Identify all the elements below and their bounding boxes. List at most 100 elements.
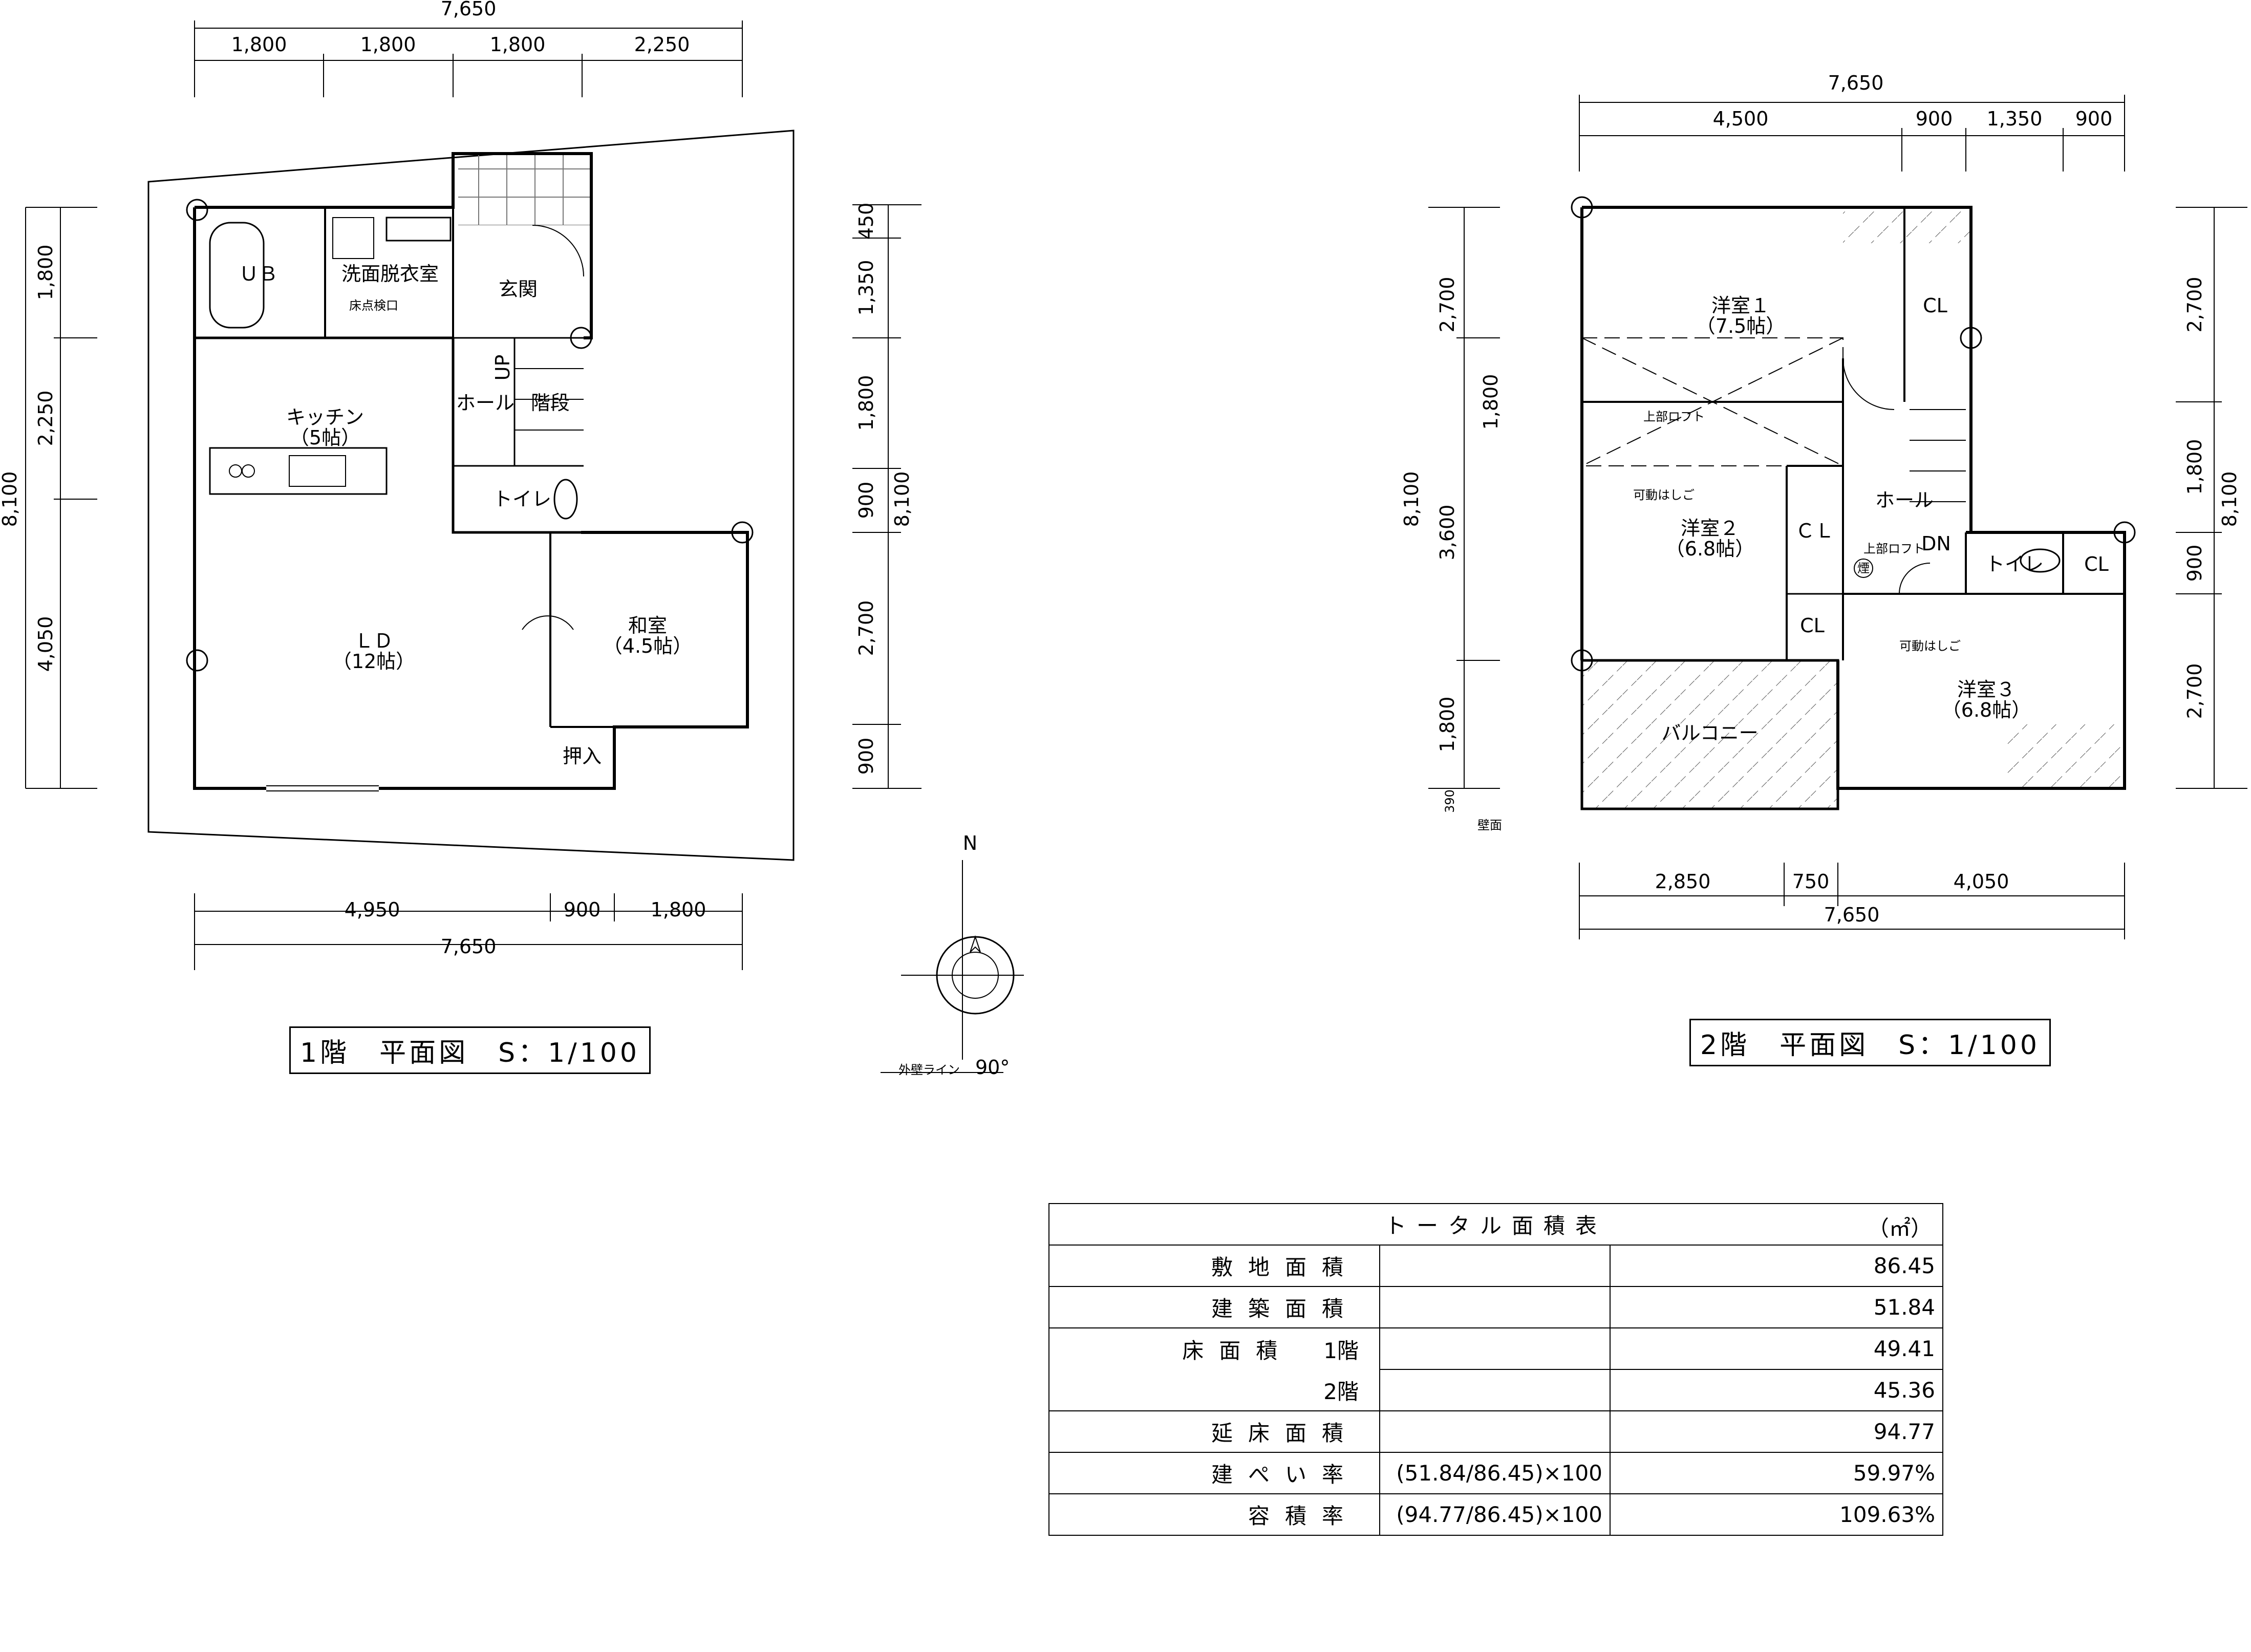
closet-cl3: CL <box>2084 553 2109 575</box>
closet-cl2: ＣＬ <box>1795 520 1834 542</box>
room-balcony: バルコニー <box>1661 722 1758 744</box>
area-row-coverage: 建ぺい率 (51.84/86.45)×100 59.97% <box>1048 1452 1943 1494</box>
f2-left-inner: 1,800 <box>1480 374 1502 430</box>
bathtub <box>209 222 265 329</box>
area-row-calc: (94.77/86.45)×100 <box>1379 1493 1611 1536</box>
f1-top-dim-2: 1,800 <box>360 33 416 56</box>
compass <box>881 860 1024 1073</box>
room-stairs: 階段 <box>531 392 570 414</box>
f1-bottom-dim-2: 900 <box>564 898 601 921</box>
area-row-value: 45.36 <box>1610 1369 1943 1411</box>
f1-bottom-dim-1: 4,950 <box>345 898 400 921</box>
area-row-sublabel: 1階 <box>1323 1338 1359 1363</box>
f2-top-dim-4: 900 <box>2075 108 2113 130</box>
room-oshiire: 押入 <box>563 745 602 767</box>
room-room3: 洋室３ <box>1957 678 2016 701</box>
floor2-stairs <box>1910 409 1966 502</box>
area-row-value: 49.41 <box>1610 1327 1943 1370</box>
room-ld: ＬＤ <box>354 630 393 652</box>
room-entrance: 玄関 <box>499 278 538 301</box>
area-row-calc <box>1379 1327 1611 1370</box>
area-row-label: 容積率 <box>1048 1493 1380 1536</box>
room-ld-size: （12帖） <box>332 650 415 673</box>
floor-inspection-hatch: 床点検口 <box>349 298 398 313</box>
f2-bottom-dim-1: 2,850 <box>1655 870 1711 893</box>
stairs-down: DN <box>1921 532 1951 555</box>
room-toilet-2f: トイレ <box>1985 553 2044 575</box>
f2-bottom-dim-3: 4,050 <box>1954 870 2009 893</box>
area-row-calc: (51.84/86.45)×100 <box>1379 1452 1611 1494</box>
room-hall: ホール <box>456 392 514 414</box>
room-room1-size: （7.5帖） <box>1696 315 1785 337</box>
f2-left-total: 8,100 <box>1400 471 1423 527</box>
room-room1: 洋室１ <box>1711 294 1770 317</box>
f2-right-dim-4: 2,700 <box>2183 663 2206 719</box>
f1-right-dim-3: 1,800 <box>855 375 877 431</box>
f2-left-dim-4: 390 <box>1443 789 1457 813</box>
area-row-sublabel: 2階 <box>1323 1379 1359 1404</box>
f2-left-dim-2: 3,600 <box>1436 505 1459 561</box>
f2-top-dim-2: 900 <box>1916 108 1953 130</box>
area-row-value: 86.45 <box>1610 1245 1943 1287</box>
area-row-label: 敷地面積 <box>1048 1245 1380 1287</box>
floor2-labels: 7,650 4,500 900 1,350 900 2,850 750 4,05… <box>1400 72 2241 926</box>
smoke-detector: 煙 <box>1857 561 1870 575</box>
f1-top-total: 7,650 <box>441 0 497 20</box>
site-boundary <box>147 130 795 861</box>
floor1-plan <box>25 20 921 970</box>
f1-left-dim-1: 1,800 <box>34 245 57 301</box>
compass-angle: 90° <box>975 1056 1010 1079</box>
f2-right-dim-2: 1,800 <box>2183 439 2206 495</box>
closet-cl1: CL <box>1923 294 1947 317</box>
f1-left-dim-2: 2,250 <box>34 391 57 446</box>
f2-top-dim-1: 4,500 <box>1713 108 1769 130</box>
area-table-unit: （㎡） <box>1867 1216 1932 1241</box>
area-row-label: 延床面積 <box>1048 1410 1380 1453</box>
floor2-title: 2階 平面図 S：1/100 <box>1689 1019 2051 1066</box>
area-row-value: 51.84 <box>1610 1286 1943 1328</box>
loft-upper-2: 上部ロフト <box>1863 542 1925 556</box>
entrance-tile <box>458 154 591 225</box>
movable-ladder-2: 可動はしご <box>1899 639 1961 653</box>
f1-right-dim-6: 900 <box>855 738 877 775</box>
area-row-floor2: 2階 45.36 <box>1048 1369 1943 1411</box>
f2-bottom-total: 7,650 <box>1824 904 1880 926</box>
f2-bottom-dim-2: 750 <box>1792 870 1830 893</box>
f1-right-dim-2: 1,350 <box>855 260 877 316</box>
area-row-calc <box>1379 1369 1611 1411</box>
room-kitchen: キッチン <box>286 406 364 428</box>
f1-right-total: 8,100 <box>891 471 913 527</box>
f1-top-dim-1: 1,800 <box>231 33 287 56</box>
room-hall-2f: ホール <box>1875 489 1934 511</box>
loft-upper-1: 上部ロフト <box>1643 410 1705 424</box>
area-row-value: 59.97% <box>1610 1452 1943 1494</box>
f1-bottom-total: 7,650 <box>441 935 497 958</box>
room-washitsu: 和室 <box>628 614 667 637</box>
room-room2-size: （6.8帖） <box>1665 538 1754 560</box>
f2-right-dim-1: 2,700 <box>2183 277 2206 333</box>
floor1-title: 1階 平面図 S：1/100 <box>289 1026 651 1074</box>
f1-bottom-dim-3: 1,800 <box>651 898 706 921</box>
f1-right-dim-1: 450 <box>855 203 877 240</box>
f1-left-dim-3: 4,050 <box>34 616 57 672</box>
room-kitchen-size: （5帖） <box>290 426 360 449</box>
kitchen-counter <box>209 447 388 495</box>
f2-right-total: 8,100 <box>2218 471 2241 527</box>
f2-left-dim-1: 2,700 <box>1436 277 1459 333</box>
f2-top-total: 7,650 <box>1828 72 1884 94</box>
f1-right-dim-4: 900 <box>855 482 877 519</box>
area-row-site: 敷地面積 86.45 <box>1048 1245 1943 1287</box>
f1-right-dim-5: 2,700 <box>855 600 877 656</box>
area-table-title: トータル面積表 <box>1384 1213 1607 1238</box>
stairs-up: UP <box>491 355 514 381</box>
f2-left-dim-3: 1,800 <box>1436 697 1459 753</box>
room-washroom: 洗面脱衣室 <box>341 263 439 285</box>
compass-wall-line: 外壁ライン <box>898 1063 960 1077</box>
area-row-value: 109.63% <box>1610 1493 1943 1536</box>
room-ub: ＵＢ <box>239 263 278 285</box>
room-washitsu-size: （4.5帖） <box>603 635 692 657</box>
f2-top-dim-3: 1,350 <box>1987 108 2043 130</box>
compass-north: N <box>963 832 977 854</box>
